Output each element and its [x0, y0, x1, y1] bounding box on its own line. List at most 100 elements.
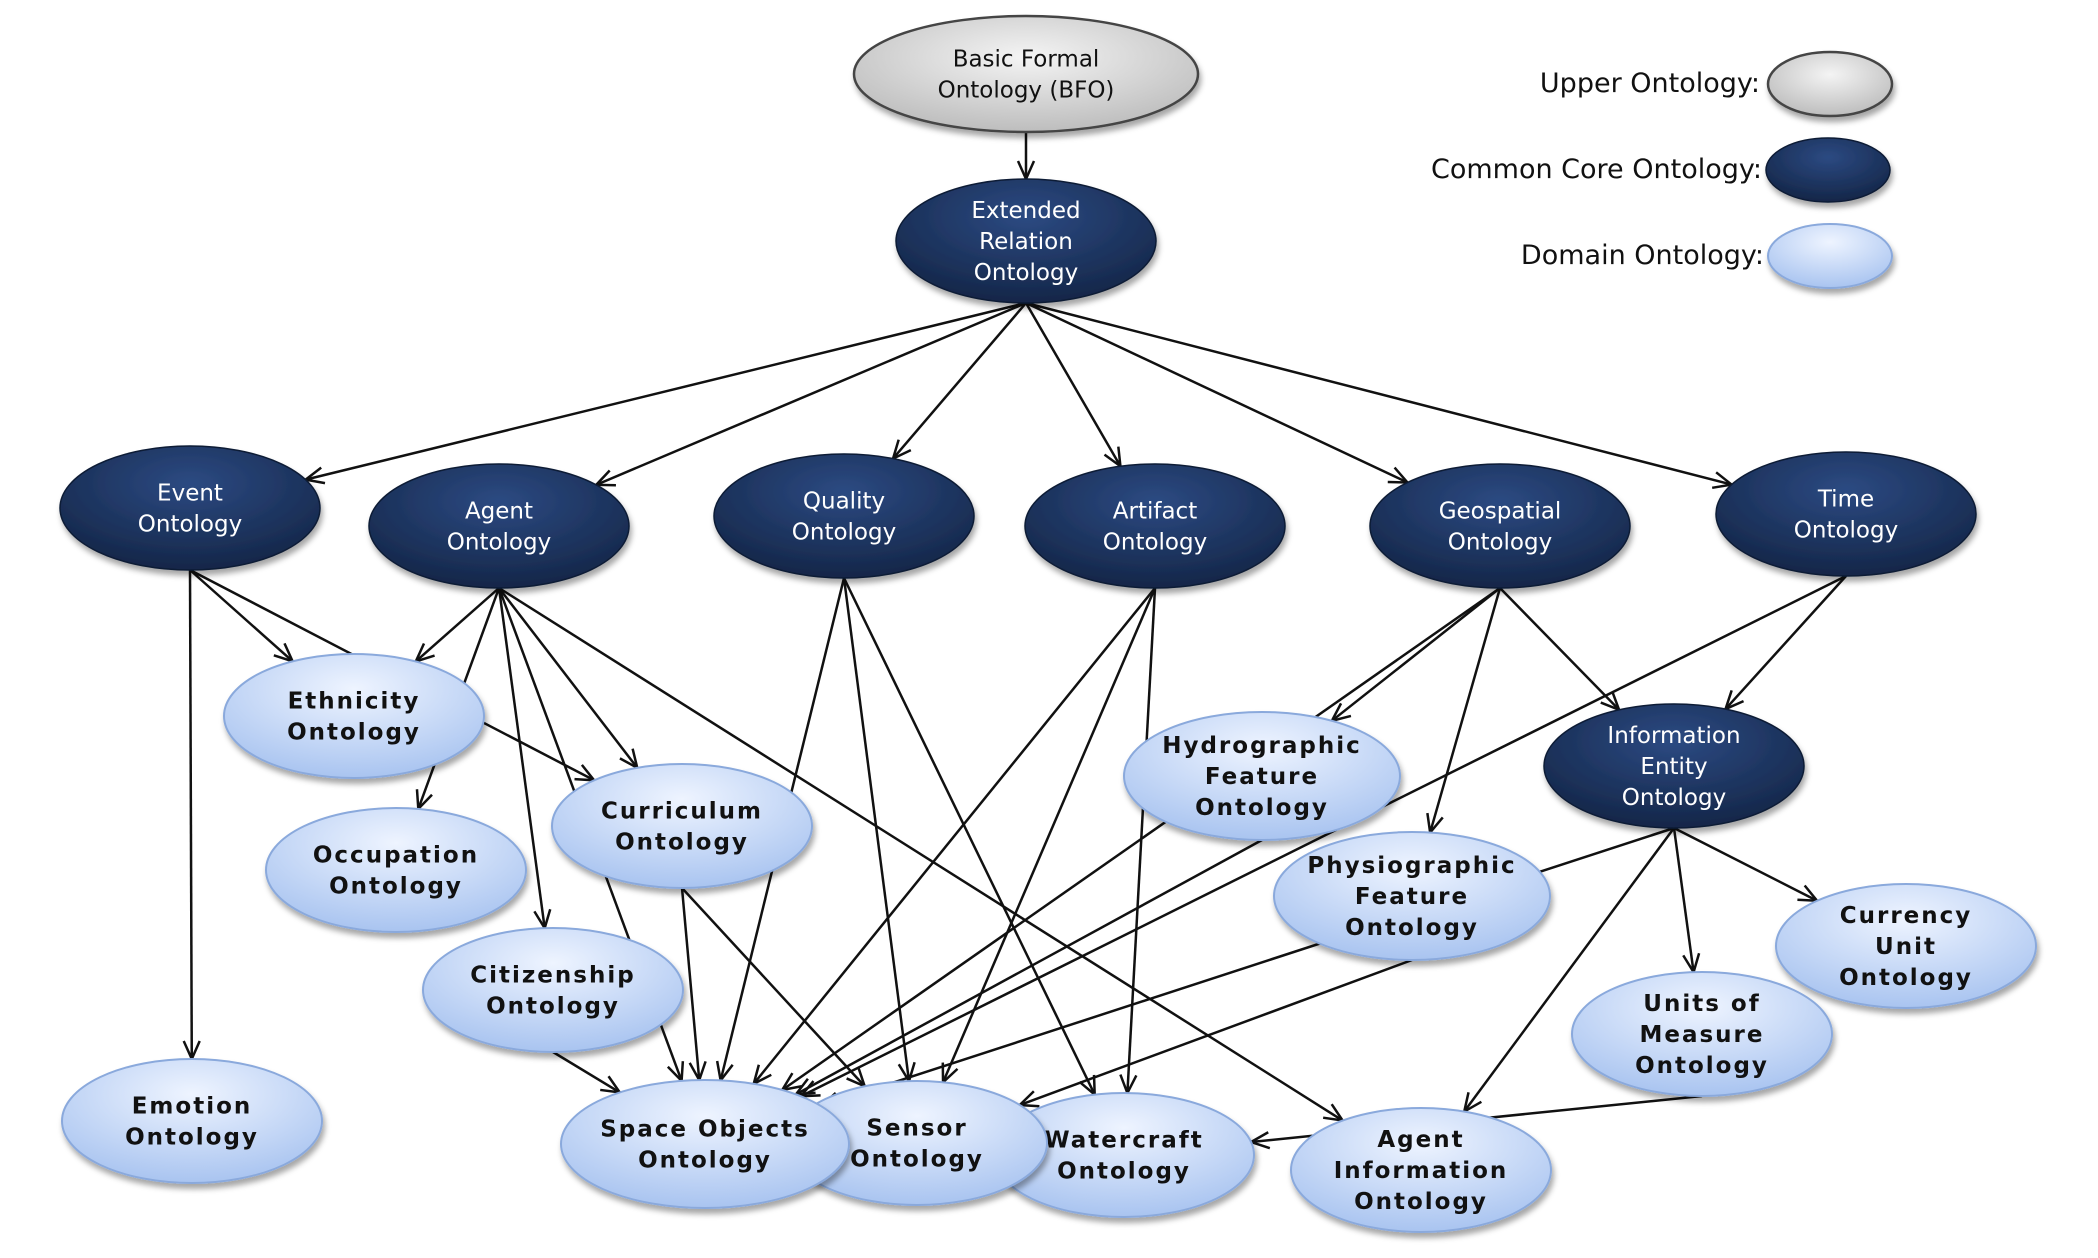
node-hydrographic-label-line: Feature — [1205, 764, 1319, 790]
node-event-shape — [59, 445, 321, 571]
legend: Upper Ontology: Common Core Ontology: Do… — [1431, 50, 1894, 289]
node-event-label-line: Ontology — [138, 512, 242, 538]
node-units-of-measure-label-line: Units of — [1643, 991, 1760, 1017]
edge-event-to-emotion — [190, 569, 192, 1059]
node-citizenship-label-line: Citizenship — [470, 963, 635, 989]
node-time-shape — [1715, 451, 1977, 577]
node-quality-label-line: Ontology — [792, 520, 896, 546]
edge-hydrographic-to-space-objects — [796, 838, 1263, 1094]
edge-geospatial-to-hydrographic — [1332, 587, 1501, 721]
node-emotion-label-line: Emotion — [132, 1094, 253, 1120]
node-agent-label-line: Ontology — [447, 530, 551, 556]
node-currency-unit-label-line: Ontology — [1839, 965, 1973, 991]
edge-physiographic-to-sensor — [1020, 958, 1413, 1105]
node-emotion-label-line: Ontology — [125, 1125, 259, 1151]
node-currency-unit-label-line: Unit — [1875, 934, 1937, 960]
node-artifact-label-line: Ontology — [1103, 530, 1207, 556]
legend-domain-swatch — [1767, 223, 1893, 289]
edge-extended-relation-to-artifact — [1024, 302, 1120, 466]
node-currency-unit-label-line: Currency — [1840, 903, 1973, 929]
edge-extended-relation-to-event — [306, 301, 1027, 480]
node-extended-relation-label-line: Extended — [971, 198, 1080, 224]
edge-agent-to-ethnicity — [416, 587, 500, 661]
node-emotion-shape — [61, 1058, 323, 1184]
edge-artifact-to-watercraft — [1127, 587, 1157, 1093]
node-geospatial-label-line: Geospatial — [1439, 499, 1562, 525]
edges-layer — [189, 132, 1847, 1142]
node-units-of-measure-shape — [1571, 971, 1833, 1097]
node-time-label-line: Ontology — [1794, 518, 1898, 544]
node-bfo-label-line: Basic Formal — [953, 47, 1100, 73]
node-currency-unit-shape — [1775, 883, 2037, 1009]
node-occupation-label-line: Occupation — [313, 843, 479, 869]
node-artifact-shape — [1024, 463, 1286, 589]
node-curriculum-label-line: Curriculum — [601, 799, 763, 825]
edge-information-entity-to-units-of-measure — [1672, 827, 1694, 972]
edge-curriculum-to-sensor — [681, 887, 865, 1086]
node-agent-information-label-line: Information — [1334, 1158, 1509, 1184]
node-bfo-shape — [852, 14, 1200, 134]
edge-geospatial-to-space-objects — [782, 586, 1501, 1090]
edge-quality-to-watercraft — [842, 577, 1095, 1095]
edge-quality-to-sensor — [842, 577, 909, 1081]
node-information-entity-label-line: Information — [1607, 723, 1740, 749]
node-hydrographic-shape — [1123, 711, 1401, 841]
node-extended-relation-label-line: Ontology — [974, 260, 1078, 286]
edge-event-to-ethnicity — [189, 569, 293, 661]
edge-geospatial-to-physiographic — [1430, 587, 1502, 833]
edge-extended-relation-to-quality — [893, 302, 1027, 459]
legend-upper-label: Upper Ontology: — [1540, 68, 1760, 99]
legend-common-core-label: Common Core Ontology: — [1431, 154, 1762, 185]
node-watercraft-label-line: Watercraft — [1044, 1128, 1204, 1154]
node-ethnicity-label-line: Ethnicity — [288, 689, 421, 715]
edge-agent-to-agent-information — [498, 586, 1343, 1121]
edge-artifact-to-sensor — [943, 587, 1157, 1082]
legend-upper-swatch — [1766, 50, 1894, 118]
node-hydrographic-label-line: Ontology — [1195, 795, 1329, 821]
node-sensor-label-line: Ontology — [850, 1147, 984, 1173]
edge-agent-to-curriculum — [498, 587, 637, 768]
node-information-entity-shape — [1543, 703, 1805, 829]
node-extended-relation-label-line: Relation — [979, 229, 1073, 255]
node-citizenship-shape — [422, 927, 684, 1053]
node-units-of-measure-label-line: Ontology — [1635, 1053, 1769, 1079]
node-physiographic-label-line: Ontology — [1345, 915, 1479, 941]
node-agent-information-label-line: Ontology — [1354, 1189, 1488, 1215]
node-occupation-shape — [265, 807, 527, 933]
legend-common-core-swatch — [1765, 137, 1891, 203]
node-agent-information-label-line: Agent — [1377, 1127, 1464, 1153]
node-quality-shape — [713, 453, 975, 579]
node-extended-relation-shape — [895, 178, 1157, 304]
node-units-of-measure-label-line: Measure — [1639, 1022, 1764, 1048]
node-space-objects-label-line: Space Objects — [600, 1117, 810, 1143]
edge-curriculum-to-space-objects — [680, 887, 699, 1080]
node-time-label-line: Time — [1817, 487, 1874, 513]
node-quality-label-line: Quality — [803, 489, 885, 515]
edge-time-to-information-entity — [1726, 575, 1847, 709]
node-information-entity-label-line: Entity — [1640, 754, 1707, 780]
node-space-objects-label-line: Ontology — [638, 1148, 772, 1174]
legend-domain-label: Domain Ontology: — [1521, 240, 1764, 271]
edge-time-to-space-objects — [801, 574, 1847, 1096]
node-information-entity-label-line: Ontology — [1622, 785, 1726, 811]
